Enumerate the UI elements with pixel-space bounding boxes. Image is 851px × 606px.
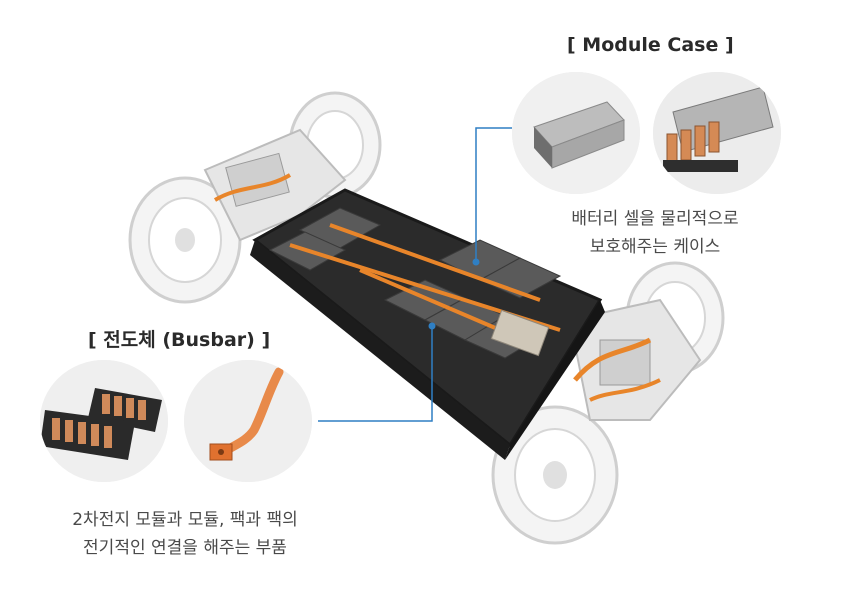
busbar-description: 2차전지 모듈과 모듈, 팩과 팩의 전기적인 연결을 해주는 부품 (20, 506, 350, 562)
busbar-image-left (40, 360, 168, 482)
front-subframe (568, 298, 702, 421)
module-case-description: 배터리 셀을 물리적으로 보호해주는 케이스 (535, 205, 775, 261)
front-left-wheel (491, 405, 619, 545)
busbar-image-right (184, 360, 312, 482)
module-case-image-left (512, 72, 640, 194)
busbar-description-line1: 2차전지 모듈과 모듈, 팩과 팩의 (72, 510, 298, 530)
rear-left-wheel (128, 176, 242, 304)
busbar-title: [ 전도체 (Busbar) ] (88, 329, 271, 351)
module-case-description-line1: 배터리 셀을 물리적으로 (571, 209, 739, 229)
battery-pack (250, 188, 605, 460)
module-case-image-right (653, 72, 781, 194)
busbar-leader-line (318, 326, 433, 422)
module-case-description-line2: 보호해주는 케이스 (589, 237, 721, 257)
rear-subframe (203, 128, 347, 242)
busbar-description-line2: 전기적인 연결을 해주는 부품 (83, 538, 287, 558)
module-case-leader-line (475, 127, 512, 262)
module-case-title: [ Module Case ] (567, 34, 734, 56)
